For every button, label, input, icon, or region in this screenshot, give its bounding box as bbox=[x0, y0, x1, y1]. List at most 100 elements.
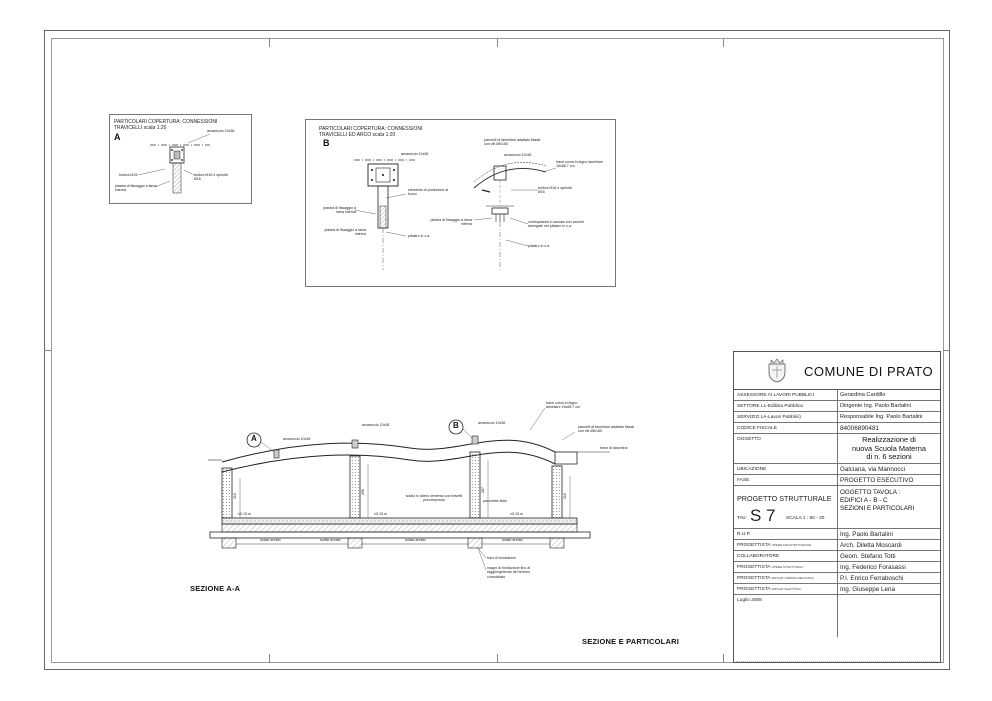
staff-label-text: PROGETTISTA bbox=[737, 576, 771, 581]
note-s-arcareccio-3: arcareccio 10x36 bbox=[478, 421, 506, 425]
note-b-arcareccio-right: arcareccio 10x36 bbox=[504, 153, 532, 157]
scala-value: SCALA 1 : 50 - 20 bbox=[786, 516, 825, 521]
tb-row-value: Responsabile Ing. Paolo Bartalini bbox=[840, 414, 923, 420]
note-s-travi-fondazione: travi di fondazione bbox=[487, 556, 517, 560]
staff-label-text: PROGETTISTA bbox=[737, 587, 771, 592]
ubicazione-value: Galciana, via Mannocci bbox=[840, 466, 906, 473]
ubicazione-label: UBICAZIONE bbox=[737, 467, 767, 472]
note-s-trave-banchina: trave di banchina bbox=[600, 446, 628, 450]
frame-tick bbox=[269, 38, 270, 47]
staff-label: PROGETTISTA OPERE STRUTTURALI bbox=[737, 565, 804, 570]
note-s-pannelli: pannelli di tamellare adattato fissati c… bbox=[578, 425, 635, 434]
tb-staff-row: PROGETTISTA IMPIANTI ELETTRICI Ing. Gius… bbox=[734, 584, 940, 595]
tb-row: SETTORE LL-Edilizia Pubblica Dirigente I… bbox=[734, 401, 940, 412]
tb-row: ASSESSORE AI LAVORI PUBBLICI Gerardina C… bbox=[734, 390, 940, 401]
detail-a-letter: A bbox=[114, 132, 121, 142]
tb-row-value: 84006890481 bbox=[840, 425, 880, 432]
note-s-quota-3: ±0.15 m bbox=[510, 512, 523, 516]
oggetto-label: OGGETTO bbox=[737, 437, 761, 442]
frame-tick bbox=[497, 654, 498, 663]
note-s-trave-curva: trave curva in legno lamellare 16x68.7 c… bbox=[546, 401, 581, 410]
tb-staff-row: PROGETTISTA OPERE ARCHITETTONICHE Arch. … bbox=[734, 540, 940, 551]
staff-label-small: OPERE ARCHITETTONICHE bbox=[771, 543, 812, 547]
section-marker-a: A bbox=[251, 434, 257, 443]
tb-row-oggetto: OGGETTO Realizzazione di nuova Scuola Ma… bbox=[734, 434, 940, 464]
note-bulloni: bulloni M15 bbox=[119, 173, 138, 177]
detail-b-drawing bbox=[353, 159, 557, 270]
staff-value: Ing. Giuseppe Lena bbox=[840, 586, 895, 593]
staff-value: Ing. Paolo Bartalini bbox=[840, 531, 893, 538]
section-title: SEZIONE A-A bbox=[190, 584, 241, 593]
note-s-h2: 296 bbox=[360, 489, 365, 496]
note-b-contropiastra: contropiastra in acciaio con zanche anne… bbox=[528, 220, 585, 229]
tb-date-row: Luglio 2008 bbox=[734, 595, 940, 637]
note-s-h4: 310 bbox=[562, 493, 567, 500]
frame-tick bbox=[497, 38, 498, 47]
frame-tick bbox=[269, 654, 270, 663]
note-s-h3: 287 bbox=[480, 487, 485, 494]
tav-label: TAV. bbox=[737, 516, 747, 521]
tb-row-progetto: PROGETTO STRUTTURALE TAV. S 7 SCALA 1 : … bbox=[734, 486, 940, 529]
note-b-arcareccio-left: arcareccio 10x36 bbox=[401, 152, 429, 156]
note-s-vespaio-2: solaio areato bbox=[320, 538, 341, 542]
note-s-magro: magro di fondazione fino al raggiungimen… bbox=[487, 566, 531, 579]
tb-row-value: Gerardina Cardillo bbox=[840, 392, 886, 398]
note-s-arcareccio-1: arcareccio 10x36 bbox=[283, 437, 311, 441]
section-marker-b: B bbox=[453, 421, 459, 430]
frame-tick bbox=[943, 350, 950, 351]
note-bulloni-m16: bulloni M16 e spinotti Ø16 bbox=[194, 173, 228, 182]
staff-label: COLLABORATORE bbox=[737, 554, 780, 559]
date-value: Luglio 2008 bbox=[737, 598, 762, 603]
staff-value: Geom. Stefano Totti bbox=[840, 553, 896, 560]
detail-b-title-2: TRAVICELLI ED ARCO scala 1:20 bbox=[319, 132, 396, 138]
oggetto-tavola-2: EDIFICI A - B - C bbox=[840, 497, 888, 504]
oggetto-tavola-1: OGGETTO TAVOLA : bbox=[840, 489, 901, 496]
note-arcareccio: arcareccio 10x36 bbox=[207, 129, 235, 133]
tav-number: S 7 bbox=[750, 506, 776, 525]
frame-tick bbox=[723, 654, 724, 663]
note-b-pannelli: pannelli di tamellare adattato fissati c… bbox=[484, 138, 541, 147]
tb-row-fase: FASE PROGETTO ESECUTIVO bbox=[734, 475, 940, 486]
detail-a-title-1: PARTICOLARI COPERTURA: CONNESSIONI bbox=[114, 119, 218, 125]
coat-of-arms-icon bbox=[768, 358, 786, 383]
detail-a-panel: PARTICOLARI COPERTURA: CONNESSIONI TRAVI… bbox=[109, 114, 252, 204]
staff-label-small: IMPIANTI TERMO-MECCANICI bbox=[771, 576, 815, 580]
detail-b-letter: B bbox=[323, 138, 330, 148]
note-s-pacchetto: pacchetto finito bbox=[483, 499, 508, 503]
staff-label-text: PROGETTISTA bbox=[737, 543, 771, 548]
frame-tick bbox=[723, 38, 724, 47]
tb-staff-row: PROGETTISTA IMPIANTI TERMO-MECCANICI P.I… bbox=[734, 573, 940, 584]
note-b-bulloni: bulloni M16 e spinotti Ø16 bbox=[538, 186, 572, 195]
staff-value: P.I. Enrico Ferraboschi bbox=[840, 575, 904, 582]
oggetto-line-1: Realizzazione di bbox=[862, 435, 916, 444]
detail-b-title-1: PARTICOLARI COPERTURA: CONNESSIONI bbox=[319, 126, 423, 132]
note-s-solaio: solaio in latero cemento con travetti pr… bbox=[405, 494, 463, 503]
note-b-pilastro-right: pilastro in c.a. bbox=[528, 244, 551, 248]
detail-a-drawing bbox=[137, 133, 211, 194]
fase-label: FASE bbox=[737, 478, 750, 483]
tb-row-label: SETTORE LL-Edilizia Pubblica bbox=[737, 404, 803, 409]
tb-row-label: SERVIZIO LA-Lavori Pubblici) bbox=[737, 415, 801, 420]
tb-row-label: ASSESSORE AI LAVORI PUBBLICI bbox=[737, 393, 814, 398]
detail-a-title-2: TRAVICELLI scala 1:20 bbox=[114, 125, 167, 131]
note-s-quota-2: ±0.15 m bbox=[374, 512, 387, 516]
tb-row-label: CODICE FISCALE bbox=[737, 426, 777, 431]
note-b-pilastro: pilastro in c.a. bbox=[408, 234, 431, 238]
note-b-trave-curva: trave curva in legno lamellare 16x68.7 c… bbox=[556, 160, 603, 169]
note-s-h1: 310 bbox=[232, 493, 237, 500]
tb-row: SERVIZIO LA-Lavori Pubblici) Responsabil… bbox=[734, 412, 940, 423]
note-s-vespaio-1: solaio areato bbox=[260, 538, 281, 542]
progetto-label: PROGETTO STRUTTURALE bbox=[737, 494, 832, 503]
title-block-header: COMUNE DI PRATO bbox=[734, 352, 940, 390]
tb-row-value: Dirigente Ing. Paolo Bartalini bbox=[840, 403, 911, 409]
detail-b-panel: PARTICOLARI COPERTURA: CONNESSIONI TRAVI… bbox=[305, 119, 616, 287]
tb-row: CODICE FISCALE 84006890481 bbox=[734, 423, 940, 434]
note-b-piastra-left2: piastra di fissaggio a lama interna bbox=[324, 228, 366, 237]
tb-staff-row: R.U.P. Ing. Paolo Bartalini bbox=[734, 529, 940, 540]
org-name: COMUNE DI PRATO bbox=[804, 364, 934, 379]
title-block-footer-rule bbox=[736, 661, 938, 662]
staff-label-small: OPERE STRUTTURALI bbox=[771, 565, 804, 569]
note-s-quota-1: ±0.15 m bbox=[238, 512, 251, 516]
tb-staff-row: COLLABORATORE Geom. Stefano Totti bbox=[734, 551, 940, 562]
